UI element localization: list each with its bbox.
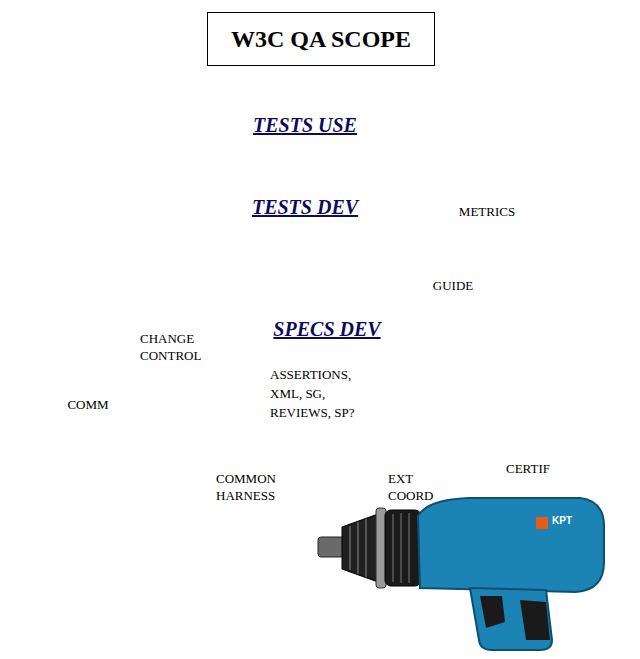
region-item: CERTIF — [506, 460, 550, 477]
drill-grip — [520, 600, 550, 640]
drill-trigger — [480, 596, 505, 628]
drill-handle — [470, 588, 552, 650]
drill-chuck — [342, 514, 378, 582]
diagram-title: W3C QA SCOPE — [231, 26, 411, 53]
outer-circle: TESTS USE METRICS COMM CERTIF TESTS DEV GUIDE… — [45, 102, 577, 634]
circle-shape — [220, 228, 433, 441]
region-item: COMM — [67, 396, 108, 413]
region-item: COMMON HARNESS — [216, 470, 296, 504]
region-item: GUIDE — [433, 277, 473, 294]
drill-body — [418, 498, 604, 592]
chuck-collar — [385, 510, 421, 586]
drill-bit — [318, 537, 344, 557]
region-heading: TESTS DEV — [252, 196, 358, 219]
region-heading: SPECS DEV — [273, 318, 380, 341]
middle-circle: TESTS DEV GUIDE CHANGE CONTROL COMMON HARNE… — [132, 173, 520, 561]
region-item: METRICS — [459, 203, 515, 220]
region-body: ASSERTIONS, XML, SG, REVIEWS, SP? — [270, 365, 380, 422]
circle-shape — [133, 174, 519, 560]
inner-circle: SPECS DEV ASSERTIONS, XML, SG, REVIEWS, S… — [218, 226, 434, 442]
circle-shape — [46, 103, 576, 633]
brand-logo — [536, 517, 548, 529]
chuck-ring — [376, 508, 386, 588]
region-item: EXT COORD — [388, 470, 452, 504]
drill-drawing — [318, 498, 604, 650]
title-box: W3C QA SCOPE — [207, 12, 435, 66]
collar-ridges — [393, 513, 409, 583]
chuck-ridges — [350, 519, 366, 577]
brand-name: KPT — [552, 515, 572, 526]
region-heading: TESTS USE — [253, 114, 357, 137]
region-item: CHANGE CONTROL — [140, 330, 220, 364]
